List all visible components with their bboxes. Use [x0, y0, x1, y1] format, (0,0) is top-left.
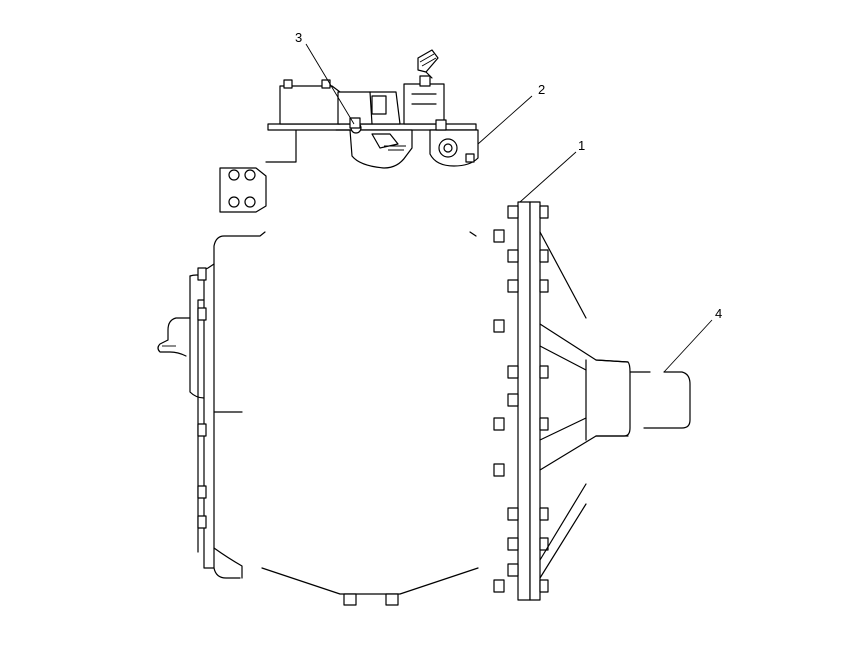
flange-bolt	[508, 250, 518, 262]
flange-bolt	[540, 206, 548, 218]
leader-line-3	[306, 44, 354, 124]
mounting-block	[220, 130, 296, 212]
leader-lines	[306, 44, 712, 372]
flange-bolt	[540, 538, 548, 550]
flange-bolt	[508, 394, 518, 406]
leader-line-2	[478, 96, 532, 144]
flange-bolt	[494, 464, 504, 476]
flange-bolt	[494, 418, 504, 430]
leader-line-1	[520, 152, 576, 202]
flange-bolt	[494, 580, 504, 592]
flange-bolt	[508, 564, 518, 576]
callout-2: 2	[538, 82, 545, 97]
flange-bolt	[540, 366, 548, 378]
flange-bolt	[494, 230, 504, 242]
control-valve-assembly	[268, 50, 478, 168]
flange-bolt	[508, 508, 518, 520]
callout-labels: 1 2 3 4	[295, 30, 722, 321]
transmission-housing	[214, 232, 478, 605]
callout-3: 3	[295, 30, 302, 45]
side-cover-plate	[158, 264, 242, 568]
flange-adapter	[494, 202, 628, 600]
callout-4: 4	[715, 306, 722, 321]
flange-bolt	[508, 280, 518, 292]
flange-bolt	[508, 206, 518, 218]
flange-bolt	[508, 538, 518, 550]
flange-bolt	[494, 320, 504, 332]
flange-bolt	[540, 418, 548, 430]
flange-bolt	[540, 250, 548, 262]
flange-bolt	[540, 580, 548, 592]
leader-line-4	[664, 320, 712, 372]
flange-bolt	[540, 280, 548, 292]
flange-bolt	[540, 508, 548, 520]
output-yoke	[596, 360, 690, 436]
callout-1: 1	[578, 138, 585, 153]
flange-bolt	[508, 366, 518, 378]
